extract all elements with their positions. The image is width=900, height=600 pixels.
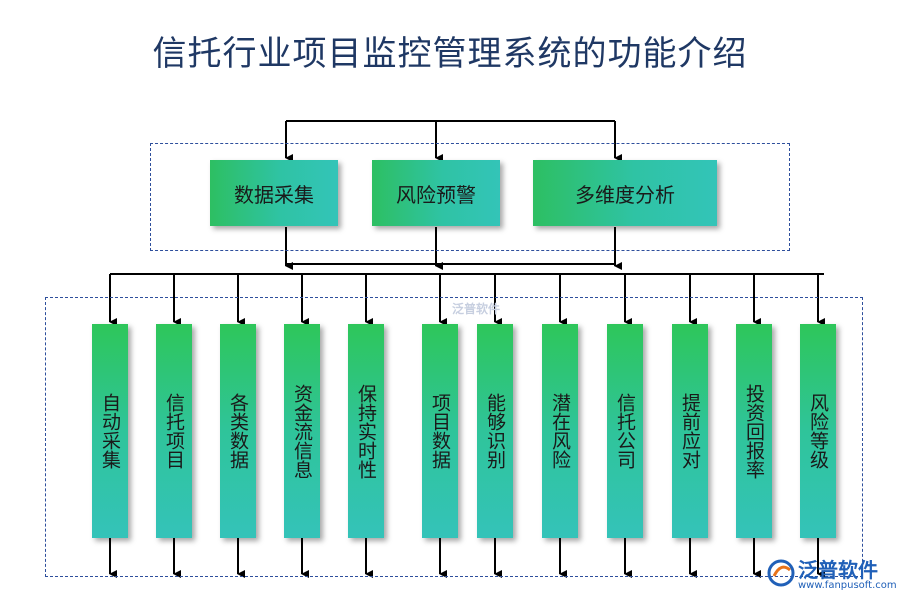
sub-function-9: 信托公司 — [607, 324, 643, 538]
top-group-frame — [150, 143, 790, 251]
brand-logo: 泛普软件 www.fanpusoft.com — [766, 554, 897, 596]
logo-icon — [767, 559, 795, 587]
sub-function-10: 提前应对 — [672, 324, 708, 538]
sub-function-4: 资金流信息 — [284, 324, 320, 538]
logo-text: 泛普软件 — [798, 558, 878, 582]
logo-url: www.fanpusoft.com — [798, 580, 897, 591]
sub-function-5: 保持实时性 — [348, 324, 384, 538]
diagram-title: 信托行业项目监控管理系统的功能介绍 — [152, 34, 748, 74]
sub-function-1: 自动采集 — [92, 324, 128, 538]
sub-function-2: 信托项目 — [156, 324, 192, 538]
sub-function-8: 潜在风险 — [542, 324, 578, 538]
sub-function-7: 能够识别 — [477, 324, 513, 538]
bottom-group-frame — [45, 297, 863, 577]
function-multidimensional-analysis: 多维度分析 — [533, 160, 717, 226]
watermark: 泛普软件 — [452, 302, 501, 316]
sub-function-11: 投资回报率 — [736, 324, 772, 538]
sub-function-12: 风险等级 — [800, 324, 836, 538]
function-data-collection: 数据采集 — [210, 160, 338, 226]
sub-function-3: 各类数据 — [220, 324, 256, 538]
middle-bracket — [285, 227, 622, 270]
top-bracket — [285, 120, 622, 162]
sub-function-6: 项目数据 — [422, 324, 458, 538]
function-risk-warning: 风险预警 — [372, 160, 500, 226]
